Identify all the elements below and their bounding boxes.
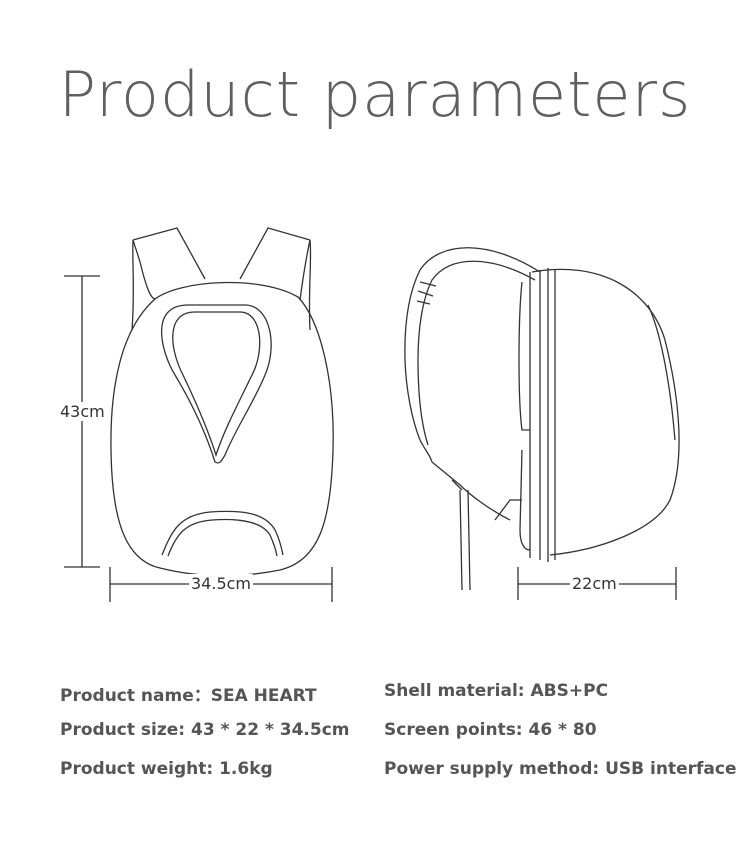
spec-power-supply: Power supply method: USB interface bbox=[384, 759, 737, 779]
spec-product-size: Product size: 43 * 22 * 34.5cm bbox=[60, 720, 350, 740]
side-view-drawing bbox=[404, 247, 680, 591]
dim-label-depth: 22cm bbox=[570, 574, 619, 593]
spec-product-weight: Product weight: 1.6kg bbox=[60, 759, 273, 779]
dim-label-width: 34.5cm bbox=[189, 574, 254, 593]
dim-label-height: 43cm bbox=[58, 402, 107, 421]
page-title: Product parameters bbox=[58, 58, 692, 131]
spec-shell-material: Shell material: ABS+PC bbox=[384, 681, 609, 701]
spec-product-name: Product name：SEA HEART bbox=[60, 686, 317, 706]
spec-screen-points: Screen points: 46 * 80 bbox=[384, 720, 597, 740]
front-view-drawing bbox=[110, 227, 334, 577]
